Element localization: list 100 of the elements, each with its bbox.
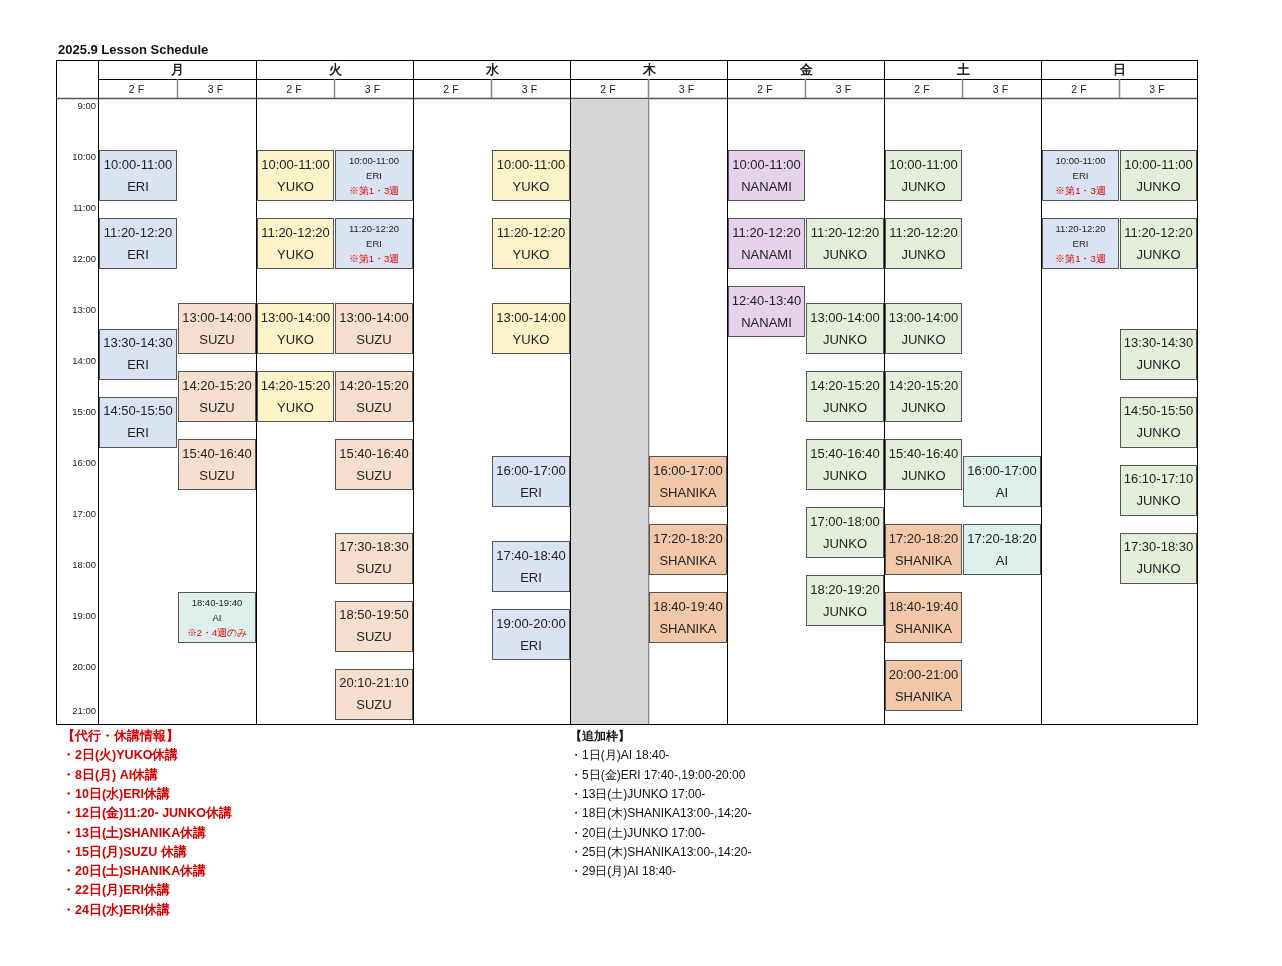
lesson-box (728, 218, 805, 269)
teacher-name: ERI (520, 568, 542, 587)
teacher-name: JUNKO (901, 177, 946, 196)
lesson-box (492, 150, 570, 201)
time-text: 20:10-21:10 (339, 674, 409, 692)
lesson-box (492, 456, 570, 507)
notice-item: ・22日(月)ERI休講 (62, 882, 171, 900)
lesson-box (728, 150, 805, 201)
teacher-name: YUKO (277, 330, 314, 349)
lesson-box (963, 456, 1041, 507)
floor-heading: 3F (834, 82, 856, 97)
floor-heading: 3F (520, 82, 542, 97)
lesson-box (885, 218, 962, 269)
note-text: ※第1・3週 (1055, 252, 1106, 266)
time-label: 12:00 (71, 253, 96, 265)
teacher-name: SUZU (356, 398, 392, 417)
time-label: 14:00 (71, 355, 96, 367)
lesson-box (649, 456, 727, 507)
time-text: 10:00-11:00 (889, 155, 958, 174)
notice-item: ・13日(土)SHANIKA休講 (62, 824, 207, 842)
lesson-box (806, 371, 884, 422)
time-text: 19:00-20:00 (496, 614, 566, 633)
time-text: 15:40-16:40 (810, 444, 880, 463)
floor-heading: 2F (1070, 82, 1091, 97)
closed-column-bar (571, 99, 648, 724)
time-text: 18:20-19:20 (810, 580, 880, 599)
notice-heading: 【追加枠】 (570, 728, 630, 745)
notice-item: ・25日(木)SHANIKA13:00-,14:20- (570, 843, 752, 861)
floor-heading: 2F (913, 82, 934, 97)
teacher-name: ERI (520, 483, 542, 502)
time-text: 14:50-15:50 (1123, 402, 1194, 420)
time-text: 13:00-14:00 (496, 308, 566, 327)
notice-item: ・24日(水)ERI休講 (62, 901, 171, 919)
time-label: 13:00 (71, 304, 96, 316)
teacher-name: JUNKO (1136, 560, 1181, 578)
time-text: 14:20-15:20 (339, 376, 409, 395)
teacher-name: JUNKO (1136, 492, 1181, 510)
time-text: 13:30-14:30 (1123, 334, 1194, 352)
day-heading: 月 (170, 61, 185, 79)
teacher-name: JUNKO (1136, 245, 1181, 264)
time-text: 11:20-12:20 (889, 223, 958, 242)
time-text: 11:20-12:20 (496, 223, 566, 242)
time-text: 16:00-17:00 (496, 461, 566, 480)
time-text: 13:30-14:30 (103, 334, 173, 352)
teacher-name: SUZU (199, 466, 235, 485)
lesson-box (492, 609, 570, 660)
teacher-name: YUKO (512, 330, 550, 349)
floor-heading: 3F (991, 82, 1013, 97)
lesson-box (492, 303, 570, 354)
lesson-box (885, 524, 962, 575)
teacher-name: SHANIKA (894, 551, 953, 570)
time-text: 16:10-17:10 (1123, 470, 1194, 488)
time-text: 20:00-21:00 (888, 665, 959, 684)
lesson-box (806, 439, 884, 490)
floor-heading: 3F (677, 82, 699, 97)
time-text: 10:00-11:00 (732, 155, 801, 174)
teacher-name: JUNKO (901, 398, 946, 417)
lesson-box (99, 150, 177, 201)
time-text: 13:00-14:00 (339, 308, 409, 327)
lesson-box (335, 439, 413, 490)
lesson-box (99, 328, 177, 380)
teacher-name: NANAMI (741, 177, 792, 196)
teacher-name: YUKO (277, 398, 314, 417)
time-text: 11:20-12:20 (349, 222, 399, 236)
teacher-name: SHANIKA (659, 551, 717, 570)
time-text: 15:40-16:40 (182, 444, 252, 463)
title: 2025.9 Lesson Schedule (58, 42, 209, 57)
teacher-name: AI (212, 611, 222, 625)
time-label: 18:00 (71, 559, 96, 571)
teacher-name: NANAMI (741, 313, 792, 332)
teacher-name: ERI (1072, 169, 1089, 183)
teacher-name: JUNKO (1136, 177, 1181, 196)
notice-item: ・1日(月)AI 18:40- (570, 747, 670, 765)
lesson-box (806, 218, 884, 269)
lesson-box (257, 150, 334, 201)
time-text: 14:20-15:20 (260, 376, 331, 395)
time-text: 18:40-19:40 (888, 597, 959, 616)
lesson-box (806, 507, 884, 558)
time-text: 14:20-15:20 (810, 376, 880, 395)
time-label: 20:00 (71, 661, 96, 673)
lesson-box (1120, 328, 1197, 380)
time-label: 17:00 (71, 508, 96, 520)
time-text: 10:00-11:00 (103, 155, 173, 174)
notice-item: ・2日(火)YUKO休講 (62, 747, 179, 765)
lesson-box (885, 371, 962, 422)
teacher-name: SHANIKA (659, 619, 717, 638)
lesson-box (257, 371, 334, 422)
notice-item: ・10日(水)ERI休講 (62, 785, 171, 803)
time-text: 11:20-12:20 (103, 223, 173, 242)
lesson-box (1042, 218, 1119, 269)
time-text: 18:40-19:40 (191, 596, 243, 610)
time-text: 10:00-11:00 (349, 154, 399, 168)
notice-item: ・8日(月) AI休講 (62, 766, 159, 784)
time-text: 13:00-14:00 (260, 308, 331, 327)
floor-heading: 3F (363, 82, 385, 97)
time-text: 17:20-18:20 (967, 529, 1037, 548)
time-text: 13:00-14:00 (888, 308, 959, 327)
time-text: 13:00-14:00 (810, 308, 880, 327)
time-label: 19:00 (71, 610, 96, 622)
teacher-name: JUNKO (1136, 356, 1181, 374)
